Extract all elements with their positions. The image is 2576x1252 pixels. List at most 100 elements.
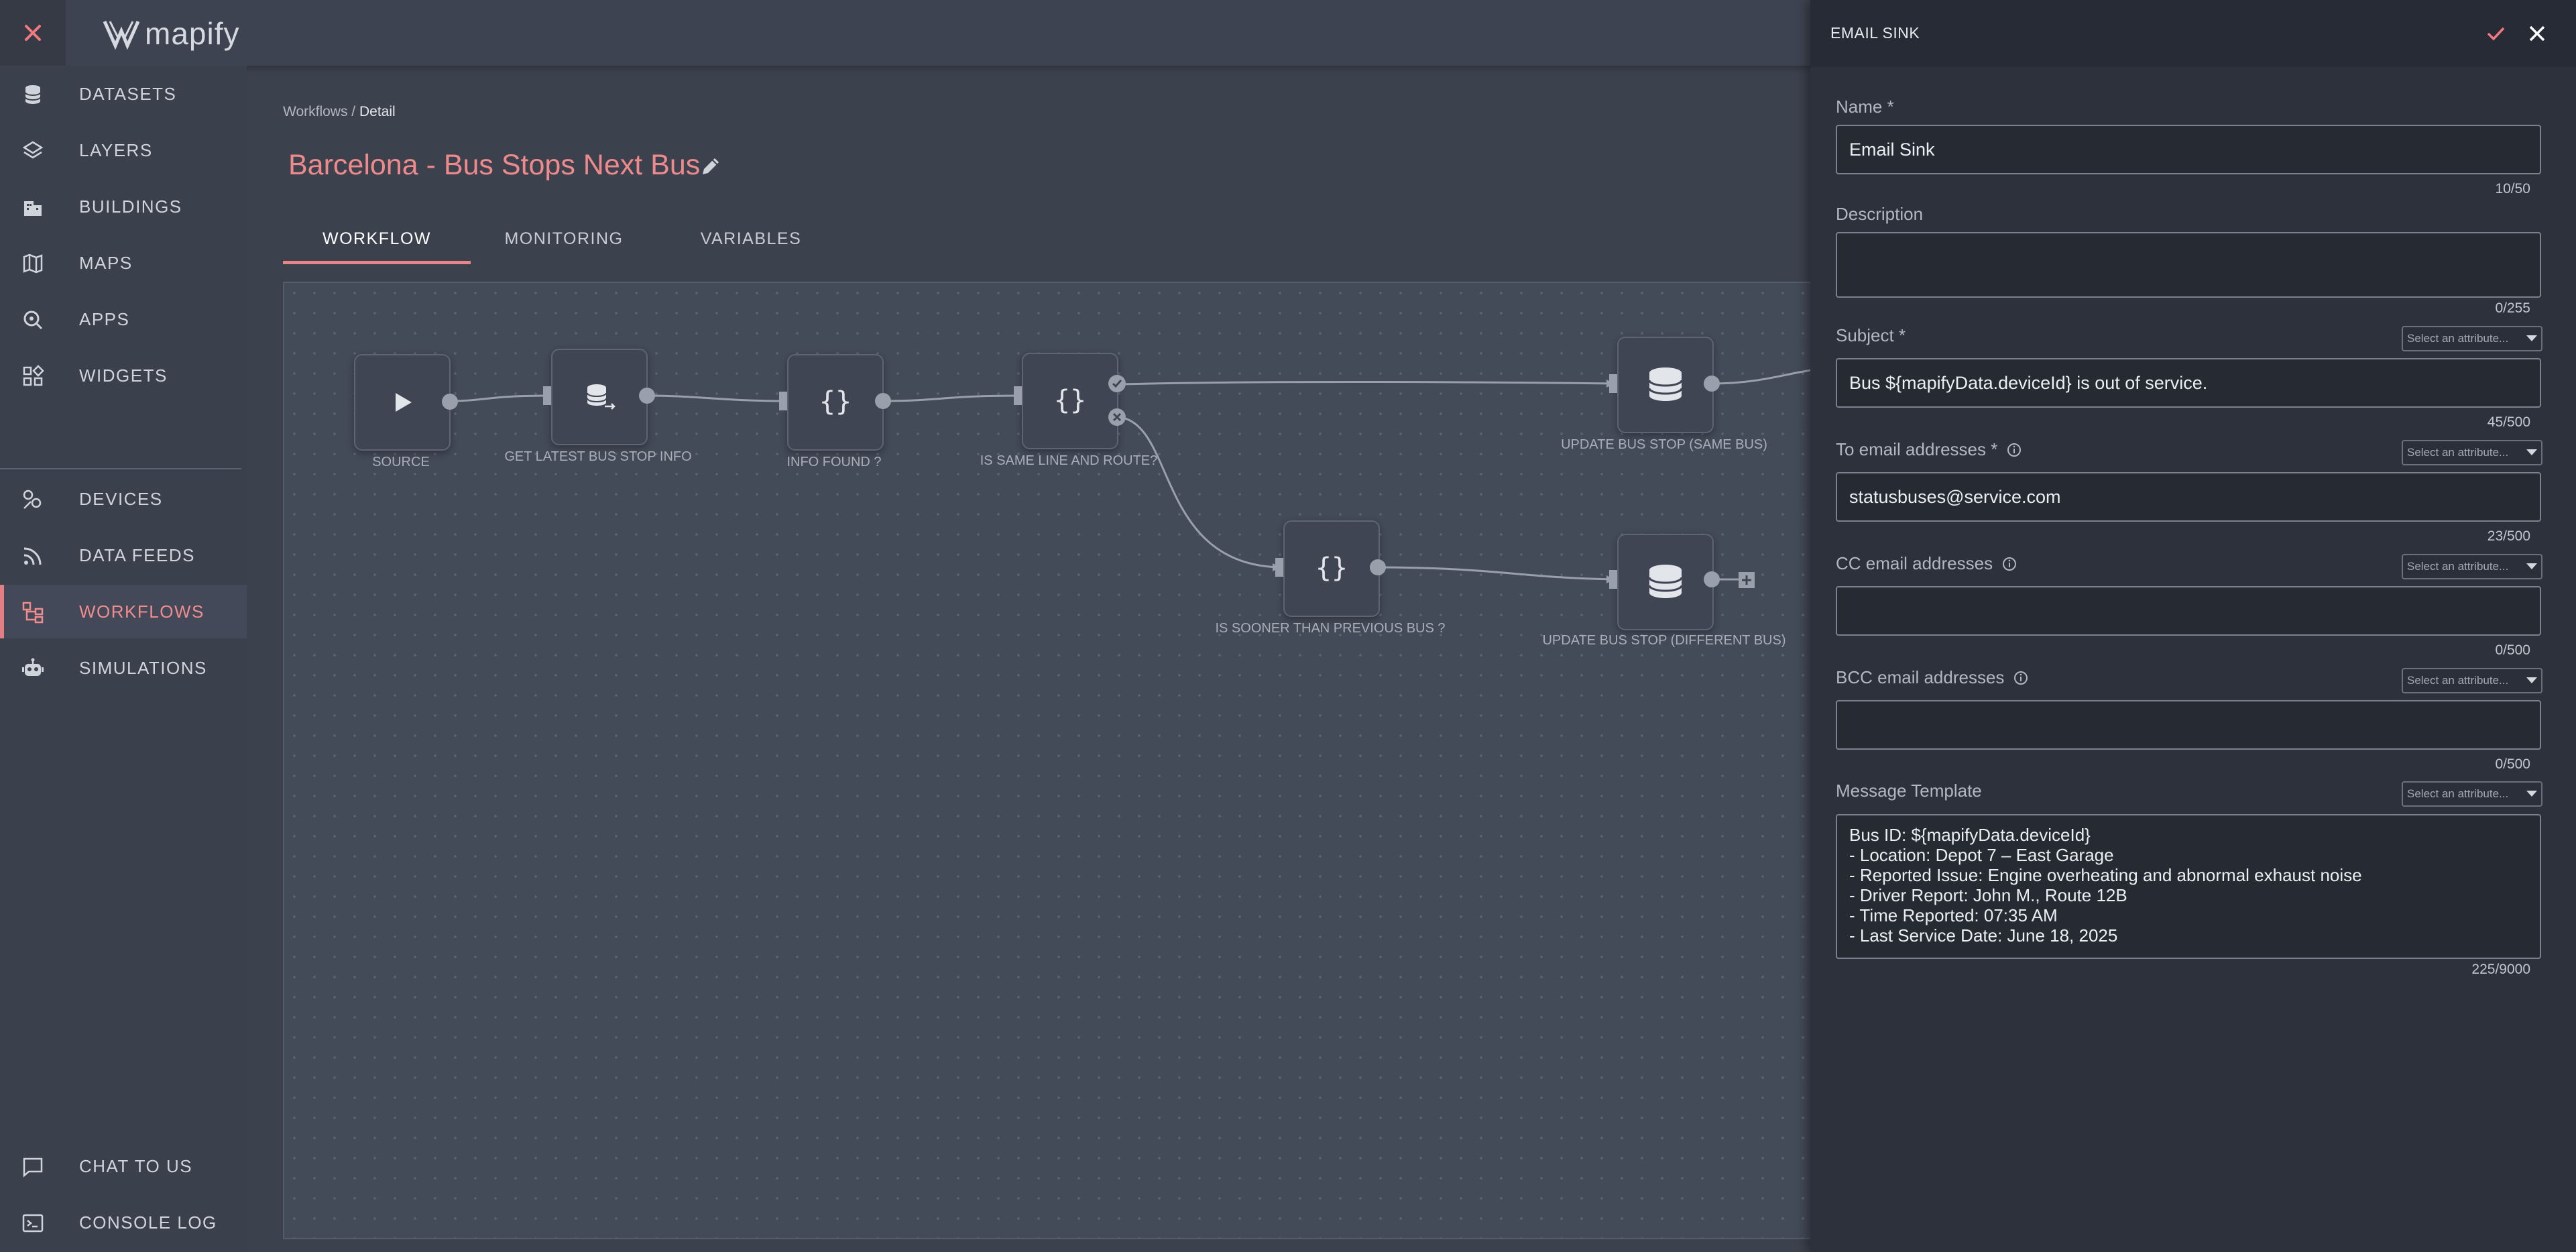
node-input-port[interactable] — [543, 386, 551, 405]
description-label: Description — [1836, 204, 1923, 225]
to-attribute-select[interactable]: Select an attribute... — [2402, 440, 2542, 465]
close-button[interactable] — [0, 0, 66, 66]
tab-variables[interactable]: VARIABLES — [664, 213, 838, 264]
sidebar-item-label: BUILDINGS — [79, 196, 182, 217]
node-input-port[interactable] — [1609, 570, 1617, 589]
true-output-port-check-icon[interactable] — [1108, 374, 1126, 393]
workflow-icon — [22, 602, 44, 624]
workflow-node-is-sooner-than-previous-bus[interactable]: {} — [1283, 520, 1380, 617]
node-label: GET LATEST BUS STOP INFO — [504, 449, 692, 464]
sidebar-item-label: WIDGETS — [79, 365, 168, 386]
cc-email-input[interactable] — [1836, 586, 2541, 636]
confirm-check-icon[interactable] — [2485, 23, 2506, 44]
app-logo[interactable]: mapify — [102, 15, 239, 52]
sidebar-item-label: WORKFLOWS — [79, 601, 204, 622]
workflow-node-info-found[interactable]: {} — [787, 354, 884, 451]
sidebar-item-apps[interactable]: APPS — [0, 292, 247, 346]
message-template-label: Message Template — [1836, 781, 1982, 801]
false-output-port-x-icon[interactable] — [1108, 408, 1126, 426]
layers-icon — [22, 141, 44, 159]
tab-monitoring[interactable]: MONITORING — [477, 213, 650, 264]
apps-icon — [23, 310, 43, 330]
sidebar-item-devices[interactable]: DEVICES — [0, 472, 247, 526]
tab-label: MONITORING — [504, 229, 624, 248]
node-output-port[interactable] — [874, 392, 892, 410]
cc-attribute-select[interactable]: Select an attribute... — [2402, 554, 2542, 579]
node-output-port[interactable] — [1703, 571, 1720, 588]
sidebar-item-workflows[interactable]: WORKFLOWS — [0, 585, 247, 638]
sidebar-item-chat[interactable]: CHAT TO US — [0, 1139, 247, 1193]
message-line: - Driver Report: John M., Route 12B — [1849, 885, 2127, 905]
sidebar-item-datasets[interactable]: DATASETS — [0, 67, 247, 121]
bcc-attribute-select[interactable]: Select an attribute... — [2402, 668, 2542, 693]
edit-pencil-icon[interactable] — [699, 154, 723, 178]
workflow-node-source[interactable] — [354, 354, 451, 451]
bcc-email-input[interactable] — [1836, 700, 2541, 750]
chat-icon — [23, 1157, 43, 1178]
node-output-port[interactable] — [1703, 375, 1720, 392]
sidebar-item-widgets[interactable]: WIDGETS — [0, 349, 247, 402]
breadcrumb-separator: / — [347, 104, 359, 119]
info-icon[interactable] — [2013, 671, 2028, 685]
subject-input[interactable]: Bus ${mapifyData.deviceId} is out of ser… — [1836, 358, 2541, 408]
sidebar-item-label: APPS — [79, 308, 130, 329]
description-label-text: Description — [1836, 204, 1924, 224]
info-icon[interactable] — [2007, 443, 2022, 457]
tab-label: VARIABLES — [700, 229, 802, 248]
name-label: Name * — [1836, 97, 1894, 117]
database-icon — [1648, 367, 1683, 401]
sidebar-item-buildings[interactable]: BUILDINGS — [0, 180, 247, 233]
to-char-count: 23/500 — [2487, 528, 2530, 544]
sidebar-item-label: SIMULATIONS — [79, 657, 207, 678]
workflow-node-update-bus-stop-same-bus[interactable] — [1617, 337, 1714, 433]
sidebar-item-data-feeds[interactable]: DATA FEEDS — [0, 528, 247, 582]
sidebar-item-console-log[interactable]: CONSOLE LOG — [0, 1196, 247, 1249]
subject-input-value: Bus ${mapifyData.deviceId} is out of ser… — [1849, 372, 2208, 393]
page-title: Barcelona - Bus Stops Next Bus — [288, 149, 701, 181]
svg-text:{}: {} — [1315, 553, 1348, 583]
sidebar-item-maps[interactable]: MAPS — [0, 236, 247, 290]
add-node-plus-icon[interactable] — [1738, 571, 1755, 589]
node-output-port[interactable] — [441, 393, 459, 410]
workflow-node-is-same-line-and-route[interactable]: {} — [1022, 353, 1118, 449]
sidebar: DATASETS LAYERS BUILDINGS MAPS APPS WIDG… — [0, 66, 247, 1252]
attribute-select-placeholder: Select an attribute... — [2407, 332, 2509, 345]
message-attribute-select[interactable]: Select an attribute... — [2402, 781, 2542, 807]
subject-label: Subject * — [1836, 325, 1906, 346]
node-input-port[interactable] — [1275, 558, 1283, 577]
to-label: To email addresses * — [1836, 439, 2022, 460]
robot-icon — [22, 658, 44, 676]
workflow-canvas[interactable]: SOURCE GET LATEST BUS STOP INFO {} INFO … — [283, 282, 1813, 1239]
chevron-down-icon — [2526, 791, 2537, 797]
node-output-port[interactable] — [638, 387, 656, 404]
workflow-node-update-bus-stop-different-bus[interactable] — [1617, 534, 1714, 630]
database-icon — [1648, 565, 1683, 598]
node-output-port[interactable] — [1369, 559, 1387, 576]
sidebar-item-layers[interactable]: LAYERS — [0, 123, 247, 177]
node-label: UPDATE BUS STOP (SAME BUS) — [1561, 437, 1767, 452]
name-input[interactable]: Email Sink — [1836, 125, 2541, 174]
subject-attribute-select[interactable]: Select an attribute... — [2402, 326, 2542, 351]
database-icon — [25, 85, 41, 104]
sidebar-item-simulations[interactable]: SIMULATIONS — [0, 641, 247, 695]
description-input[interactable] — [1836, 232, 2541, 298]
bcc-char-count: 0/500 — [2495, 756, 2530, 772]
breadcrumb-parent-link[interactable]: Workflows — [283, 104, 348, 119]
message-template-textarea[interactable]: Bus ID: ${mapifyData.deviceId} - Locatio… — [1836, 814, 2541, 959]
message-char-count: 225/9000 — [2471, 962, 2530, 977]
node-input-port[interactable] — [1609, 374, 1617, 393]
node-input-port[interactable] — [1014, 386, 1022, 405]
workflow-node-get-latest-bus-stop-info[interactable] — [551, 349, 648, 445]
close-panel-icon[interactable] — [2528, 24, 2546, 43]
info-icon[interactable] — [2002, 557, 2017, 571]
buildings-icon — [24, 201, 42, 216]
close-icon — [25, 25, 41, 41]
connection-info-found-same-line — [882, 394, 1022, 402]
to-label-text: To email addresses * — [1836, 439, 1998, 459]
node-label: SOURCE — [372, 455, 430, 469]
node-input-port[interactable] — [779, 392, 787, 410]
console-icon — [22, 1214, 44, 1233]
tab-workflow[interactable]: WORKFLOW — [283, 213, 471, 264]
to-email-input[interactable]: statusbuses@service.com — [1836, 472, 2541, 522]
node-label: UPDATE BUS STOP (DIFFERENT BUS) — [1542, 633, 1786, 648]
